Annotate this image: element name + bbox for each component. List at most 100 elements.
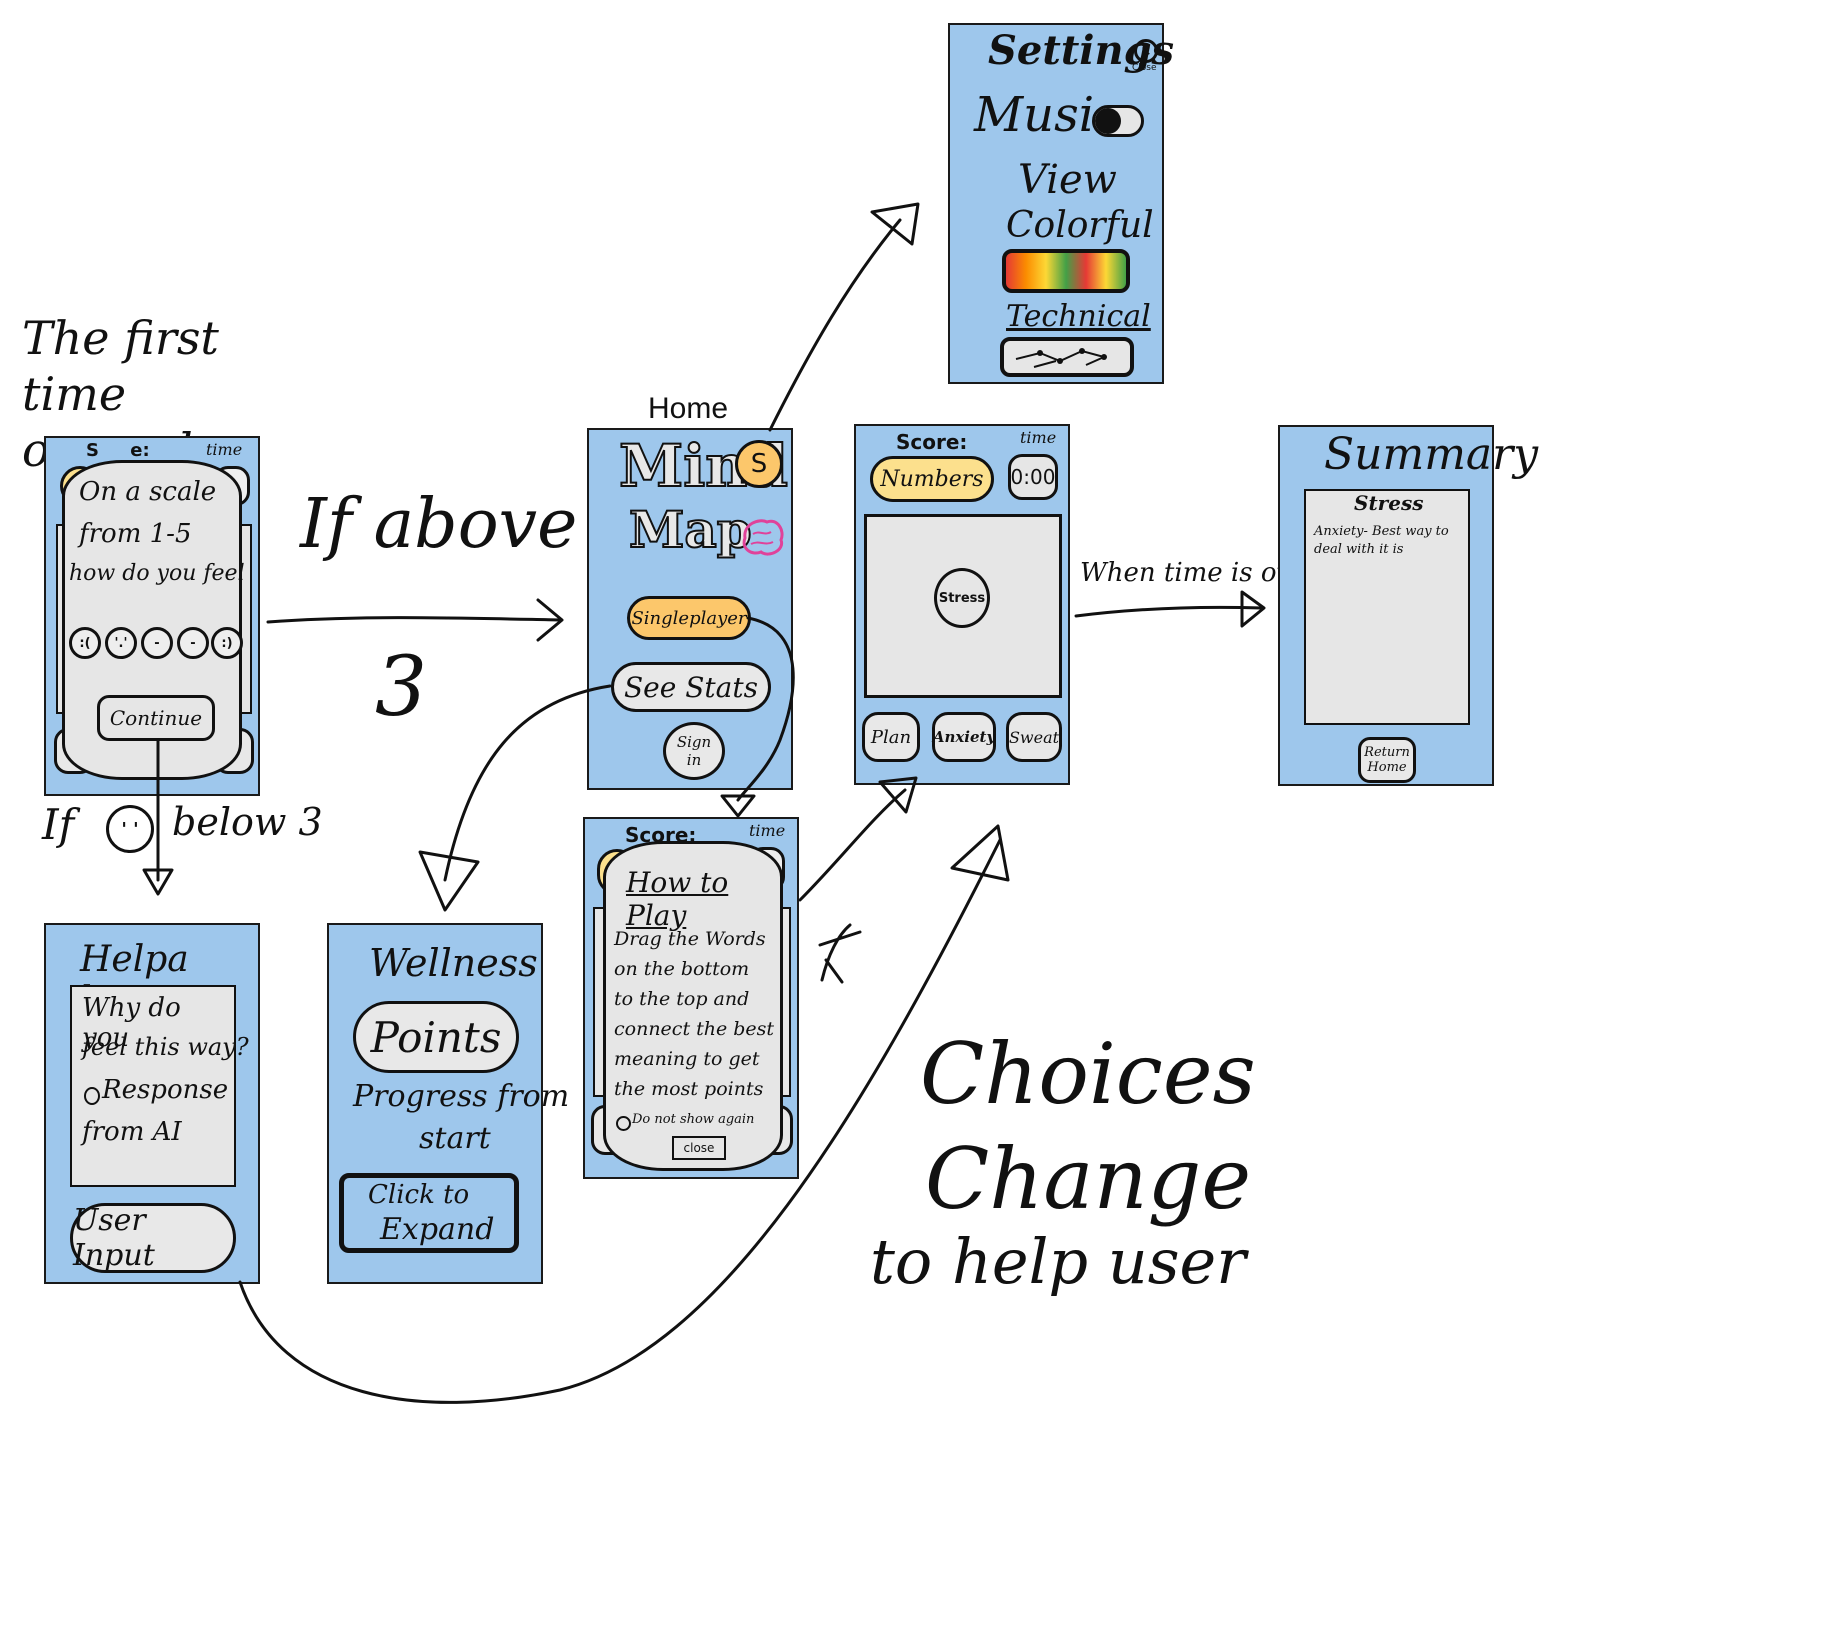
summary-panel: Stress Anxiety- Best way to deal with it… [1304,489,1470,725]
response-bullet-icon [84,1087,100,1105]
expand-label-2: Expand [380,1212,495,1247]
neutral-face-icon: ' ' [106,805,154,853]
brain-icon [742,519,784,556]
htp-title: How to Play [626,866,729,932]
choice-anxiety-button[interactable]: Anxiety [932,712,996,762]
click-to-expand-button[interactable]: Click to Expand [339,1173,519,1253]
game-time-label: time [1020,428,1057,447]
mood-prompt-line-1: On a scale [79,477,217,507]
arrowhead-helpabot-to-game [950,824,1010,882]
arrowhead-howtoplay-to-game [878,776,918,814]
htp-close-button[interactable]: close [672,1136,726,1160]
mood-score-label: S e: [86,440,150,461]
technical-theme-option[interactable] [1000,337,1134,377]
mood-face-5-icon[interactable]: :) [211,627,243,659]
summary-screen: Summary Stress Anxiety- Best way to deal… [1278,425,1538,786]
arrow-game-to-summary [1074,605,1264,618]
annotation-change: Change [925,1130,1252,1228]
mood-time-label: time [206,440,243,459]
settings-colorful-label: Colorful [1006,205,1154,246]
home-screen: Mind Map S Singleplayer See Stats Sign i… [587,428,793,790]
arrow-home-to-settings [768,218,902,432]
summary-body: Anxiety- Best way to deal with it is [1314,524,1449,557]
htp-body-5: meaning to get [614,1048,760,1070]
how-to-play-screen: Score: time How to Play Drag the Words o… [583,817,799,1179]
progress-label-2: start [419,1121,491,1156]
choice-plan-button[interactable]: Plan [862,712,920,762]
annotation-three: 3 [375,640,428,735]
how-to-play-modal: How to Play Drag the Words on the bottom… [603,841,783,1171]
htp-time-label: time [749,821,786,840]
mood-continue-button[interactable]: Continue [97,695,215,741]
htp-body-2: on the bottom [614,958,750,980]
scribble-mark [818,923,862,984]
helpabot-msg-4: from AI [82,1117,182,1147]
game-score-label: Score: [896,430,968,454]
arrow-stats-to-wellness [443,684,612,882]
arrow-singleplayer-to-howtoplay [736,616,795,802]
summary-title: Summary [1324,429,1539,480]
sign-in-button[interactable]: Sign in [663,722,725,780]
wellness-title: Wellness [369,941,538,985]
singleplayer-button[interactable]: Singleplayer [627,596,751,640]
return-home-button[interactable]: Return Home [1358,737,1416,783]
target-word-button[interactable]: Numbers [870,456,994,502]
music-toggle[interactable] [1092,105,1144,137]
settings-screen: Settings × Close Music View Colorful Tec… [948,23,1174,384]
settings-technical-label: Technical [1006,299,1151,334]
annotation-to-help-user: to help user [870,1225,1246,1298]
annotation-if-below-prefix: If [42,800,75,849]
mood-prompt-line-3: how do you feel [69,561,245,586]
annotation-home: Home [648,392,729,425]
annotation-if-below-suffix: below 3 [172,800,323,844]
settings-close-label: Close [1132,63,1157,73]
network-icon [1015,348,1107,368]
arrow-howtoplay-to-game [798,788,907,902]
arrowhead-stats-to-wellness [418,850,480,912]
helpabot-msg-1: Why do you [82,993,181,1053]
home-logo-line-2: Map [628,499,753,560]
mood-prompt-line-2: from 1-5 [79,519,192,549]
htp-body-1: Drag the Words [614,928,766,950]
settings-badge-button[interactable]: S [735,440,783,488]
summary-heading: Stress [1354,491,1424,515]
arrow-mood-to-home [266,616,562,624]
mood-face-3-icon[interactable]: - [141,627,173,659]
choice-sweat-button[interactable]: Sweat [1006,712,1062,762]
do-not-show-checkbox[interactable] [616,1116,631,1131]
arrowhead-home-to-settings [870,202,920,246]
game-screen: Score: time Numbers 0:00 Stress Plan Anx… [854,424,1070,785]
mood-screen: S e: time On a scale from 1-5 how do you… [44,436,260,796]
do-not-show-label: Do not show again [632,1112,755,1127]
see-stats-button[interactable]: See Stats [611,662,771,712]
mood-face-1-icon[interactable]: :( [69,627,101,659]
helpabot-msg-3: Response [102,1075,229,1105]
htp-body-4: connect the best [614,1018,775,1040]
close-icon[interactable]: × [1134,39,1158,63]
arrow-helpabot-to-game [238,838,1002,1404]
htp-body-3: to the top and [614,988,750,1010]
colorful-theme-option[interactable] [1002,249,1130,293]
helpabot-chat-panel: Why do you feel this way? Response from … [70,985,249,1187]
annotation-if-above: If above [300,485,578,564]
htp-body-6: the most points [614,1078,764,1100]
center-word-node[interactable]: Stress [934,568,990,628]
game-timer: 0:00 [1008,454,1058,500]
arrowhead-singleplayer-to-howtoplay [720,794,756,818]
progress-label-1: Progress from [353,1079,570,1114]
mood-face-2-icon[interactable]: '.' [105,627,137,659]
mood-modal: On a scale from 1-5 how do you feel :( '… [62,460,245,780]
wellness-screen: Wellness Points Progress from start Clic… [327,923,569,1284]
annotation-choices: Choices [920,1025,1256,1123]
points-button[interactable]: Points [353,1001,519,1073]
music-toggle-knob [1095,108,1121,134]
settings-view-label: View [1018,157,1117,203]
arrowhead-game-to-summary [1240,590,1266,628]
arrowhead-mood-to-helpabot [142,868,174,896]
arrowhead-mood-to-home [536,598,564,642]
helpabot-screen: Helpa bot Why do you feel this way? Resp… [44,923,260,1284]
helpabot-msg-2: feel this way? [82,1033,249,1061]
user-input-field[interactable]: User Input [70,1203,236,1273]
mood-face-4-icon[interactable]: - [177,627,209,659]
